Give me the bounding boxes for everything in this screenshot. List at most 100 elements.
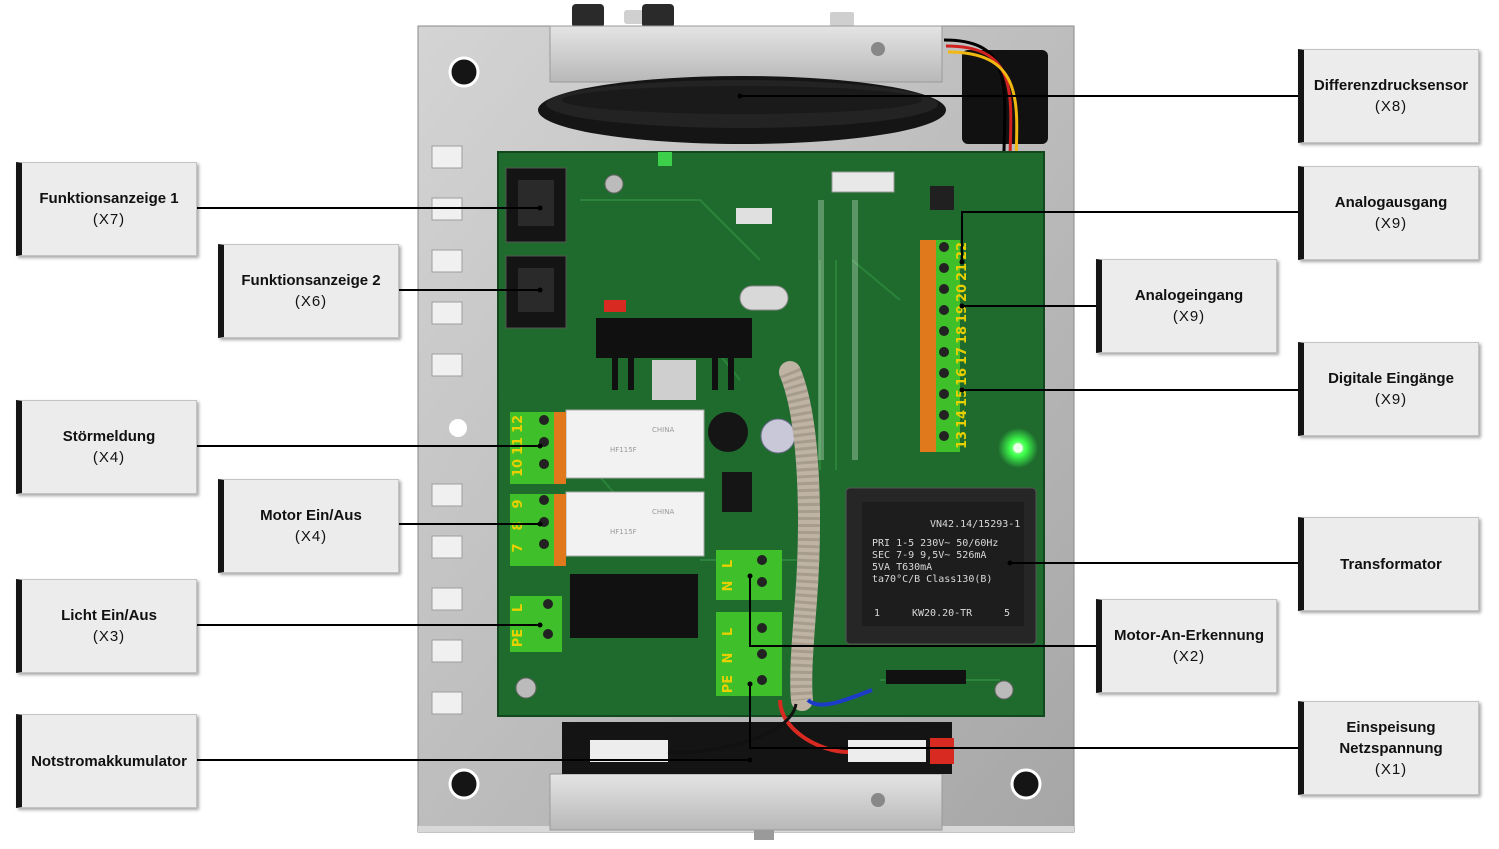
terminal-label-x3: L <box>511 604 526 612</box>
terminal-screw <box>543 629 553 639</box>
rj-socket-x6 <box>505 255 567 329</box>
label-differenzdrucksensor-code: (X8) <box>1374 98 1408 115</box>
label-einspeisung-netzspannung: Einspeisung Netzspannung (X1) <box>1298 701 1479 795</box>
label-stoermeldung-code: (X4) <box>92 449 126 466</box>
terminal-label-x1: PE <box>721 675 736 693</box>
label-motor-an-erkennung-code: (X2) <box>1172 648 1206 665</box>
label-motor-an-erkennung: Motor-An-Erkennung (X2) <box>1096 599 1277 693</box>
relay-2-model: HF115F <box>610 528 637 536</box>
terminal-label-x4b: 7 <box>511 543 526 552</box>
label-notstromakkumulator-title: Notstromakkumulator <box>31 752 187 770</box>
relay-1-model: HF115F <box>610 446 637 454</box>
terminal-screw <box>539 459 549 469</box>
label-einspeisung-netzspannung-title: Einspeisung Netzspannung <box>1339 718 1443 757</box>
terminal-label-x4b: 9 <box>511 499 526 508</box>
terminal-label-x4b: 8 <box>511 521 526 530</box>
terminal-screw <box>939 326 949 336</box>
terminal-label-x9: 18 <box>955 326 970 344</box>
transformer-pri: PRI 1-5 230V~ 50/60Hz <box>872 538 998 549</box>
terminal-label-x9: 21 <box>955 263 970 281</box>
label-analogausgang: Analogausgang (X9) <box>1298 166 1479 260</box>
terminal-label-x3: PE <box>511 629 526 647</box>
terminal-screw <box>757 555 767 565</box>
label-funktionsanzeige-2: Funktionsanzeige 2 (X6) <box>218 244 399 338</box>
transformer-pin-right: 5 <box>1004 608 1010 619</box>
label-notstromakkumulator: Notstromakkumulator <box>16 714 197 808</box>
transformer-part: KW20.20-TR <box>912 608 973 619</box>
relay-1: CHINA HF115F <box>565 409 705 479</box>
terminal-screw <box>539 539 549 549</box>
terminal-label-x1: N <box>721 653 736 664</box>
terminal-screw <box>539 415 549 425</box>
transformer-sec: SEC 7-9 9,5V~ 526mA <box>872 550 986 561</box>
terminal-label-x9: 14 <box>955 410 970 428</box>
label-stoermeldung-title: Störmeldung <box>62 428 156 445</box>
leader-lines <box>196 95 1298 761</box>
label-funktionsanzeige-1-code: (X7) <box>92 211 126 228</box>
terminal-screw <box>543 599 553 609</box>
heatsink <box>596 318 752 400</box>
terminal-label-x9: 17 <box>955 347 970 365</box>
label-differenzdrucksensor-title: Differenzdrucksensor <box>1313 77 1469 94</box>
terminal-screw <box>757 623 767 633</box>
label-transformator-title: Transformator <box>1340 555 1442 573</box>
terminal-screw <box>757 675 767 685</box>
label-motor-ein-aus-title: Motor Ein/Aus <box>260 507 362 524</box>
terminal-screw <box>939 284 949 294</box>
label-transformator: Transformator <box>1298 517 1479 611</box>
label-digitale-eingaenge-code: (X9) <box>1374 391 1408 408</box>
terminal-label-x9: 16 <box>955 368 970 386</box>
relay-2: CHINA HF115F <box>565 491 705 557</box>
label-funktionsanzeige-1: Funktionsanzeige 1 (X7) <box>16 162 197 256</box>
label-funktionsanzeige-2-code: (X6) <box>294 293 328 310</box>
terminal-screw <box>539 495 549 505</box>
label-digitale-eingaenge-title: Digitale Eingänge <box>1328 370 1454 387</box>
terminal-screw <box>939 305 949 315</box>
label-motor-ein-aus: Motor Ein/Aus (X4) <box>218 479 399 573</box>
label-analogausgang-title: Analogausgang <box>1334 194 1448 211</box>
label-analogeingang-code: (X9) <box>1172 308 1206 325</box>
label-analogausgang-code: (X9) <box>1374 215 1408 232</box>
label-motor-ein-aus-code: (X4) <box>294 528 328 545</box>
terminal-label-x9: 19 <box>955 305 970 323</box>
label-funktionsanzeige-1-title: Funktionsanzeige 1 <box>39 190 179 207</box>
terminal-screw <box>757 649 767 659</box>
label-licht-ein-aus: Licht Ein/Aus (X3) <box>16 579 197 673</box>
terminal-label-x9: 13 <box>955 431 970 449</box>
relay-1-brand: CHINA <box>652 426 674 434</box>
label-analogeingang: Analogeingang (X9) <box>1096 259 1277 353</box>
transformer-model: VN42.14/15293-1 <box>930 519 1020 530</box>
label-motor-an-erkennung-title: Motor-An-Erkennung <box>1114 627 1264 644</box>
terminal-x9 <box>920 240 960 452</box>
label-digitale-eingaenge: Digitale Eingänge (X9) <box>1298 342 1479 436</box>
terminal-x4a <box>510 412 566 484</box>
transformer-pin-left: 1 <box>874 608 880 619</box>
terminal-label-x2: L <box>721 560 736 568</box>
terminal-screw <box>939 242 949 252</box>
terminal-screw <box>939 410 949 420</box>
terminal-label-x9: 20 <box>955 284 970 302</box>
terminal-label-x1: L <box>721 628 736 636</box>
terminal-screw <box>939 263 949 273</box>
terminal-screw <box>757 577 767 587</box>
terminal-x4b <box>510 494 566 566</box>
label-licht-ein-aus-title: Licht Ein/Aus <box>61 607 157 624</box>
terminal-screw <box>939 389 949 399</box>
terminal-label-x2: N <box>721 581 736 592</box>
transformer: VN42.14/15293-1 PRI 1-5 230V~ 50/60Hz SE… <box>845 487 1037 645</box>
transformer-va: 5VA T630mA <box>872 562 932 573</box>
label-einspeisung-netzspannung-code: (X1) <box>1374 760 1408 778</box>
label-analogeingang-title: Analogeingang <box>1134 287 1244 304</box>
relay-2-brand: CHINA <box>652 508 674 516</box>
label-differenzdrucksensor: Differenzdrucksensor (X8) <box>1298 49 1479 143</box>
transformer-temp: ta70°C/B Class130(B) <box>872 574 992 585</box>
terminal-label-x9: 15 <box>955 389 970 407</box>
label-licht-ein-aus-code: (X3) <box>92 628 126 645</box>
label-funktionsanzeige-2-title: Funktionsanzeige 2 <box>241 272 381 289</box>
terminal-screw <box>939 431 949 441</box>
terminal-screw <box>939 347 949 357</box>
terminal-screw <box>939 368 949 378</box>
label-stoermeldung: Störmeldung (X4) <box>16 400 197 494</box>
